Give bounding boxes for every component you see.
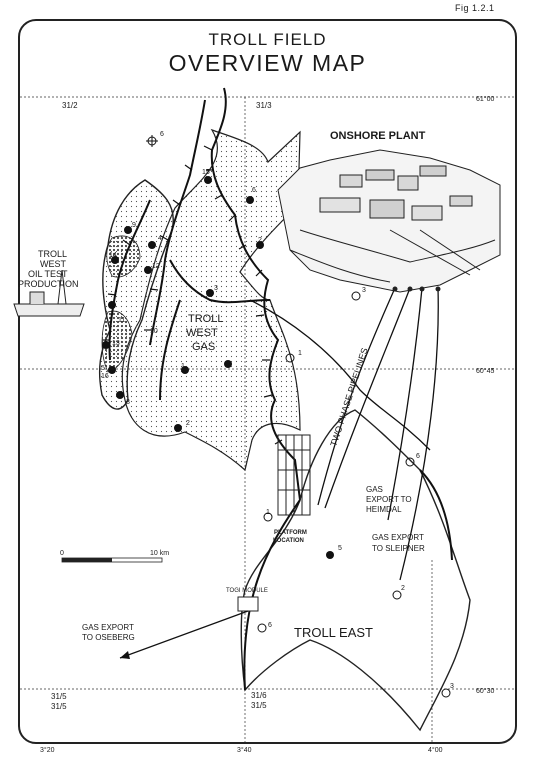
well-number: 5 (101, 365, 105, 372)
lon-label-4-00: 4°00 (428, 746, 443, 754)
togi-module-box (237, 596, 259, 612)
well-number: 3 (362, 287, 366, 294)
well-number: 2 (186, 420, 190, 427)
fault-ticks (102, 145, 283, 445)
map-title: TROLL FIELD (208, 30, 327, 49)
onshore-plant-sketch (277, 149, 501, 293)
troll-west-oil-label: OIL TEST (28, 269, 68, 279)
test-production-vessel (13, 269, 85, 317)
well-number: 2 (401, 585, 405, 592)
two-phase-pipelines-label: TWO PHASE PIPELINES (328, 347, 369, 448)
grid-lines (20, 96, 515, 742)
gas-export-sleipner-label: TO SLEIPNER (372, 544, 425, 553)
well-number: 6 (160, 131, 164, 138)
troll-west-gas-label: TROLL (188, 313, 223, 325)
platform-grid (277, 434, 311, 516)
well-number: 3 (214, 285, 218, 292)
well-number: 6 (416, 453, 420, 460)
troll-west-gas-label: GAS (192, 341, 215, 353)
oseberg-export-line (119, 610, 249, 659)
well-number: 4 (158, 235, 162, 242)
troll-west-oil-label: TROLL (38, 249, 67, 259)
block-label-31-2: 31/2 (62, 101, 78, 110)
troll-east-west-fault (243, 499, 301, 691)
well-number: 15 (202, 169, 210, 176)
well-number: 14 (109, 252, 117, 259)
well-number: 11 (118, 317, 125, 324)
figure-reference: Fig 1.2.1 (455, 3, 495, 13)
troll-west-oil-label: PRODUCTION (18, 279, 79, 289)
scale-zero-label: 0 (60, 550, 64, 557)
lat-label-61: 61°00 (476, 95, 494, 103)
troll-east-label: TROLL EAST (294, 625, 373, 640)
well-number: 6 (268, 622, 272, 629)
gas-export-heimdal-label: HEIMDAL (366, 505, 402, 514)
block-label-31-6: 31/6 (251, 691, 267, 700)
block-label-31-5-right: 31/5 (251, 701, 267, 710)
block-label-31-3: 31/3 (256, 101, 272, 110)
oseberg-arrow (120, 651, 130, 659)
platform-location-label: PLATFORM (274, 530, 307, 536)
lat-label-60-30: 60°30 (476, 687, 494, 695)
well-number: 3 (126, 399, 130, 406)
scale-ten-label: 10 km (150, 550, 169, 557)
troll-west-gas-label: WEST (186, 327, 218, 339)
troll-west-oil-label: WEST (40, 259, 67, 269)
well-number: 5 (338, 545, 342, 552)
block-label-31-5-bottom: 31/5 (51, 702, 67, 711)
gas-export-heimdal-label: GAS (366, 485, 383, 494)
well-number: 6 (252, 187, 256, 194)
well-number: 13 (112, 340, 120, 347)
gas-export-oseberg-label: TO OSEBERG (82, 633, 135, 642)
platform-location-label: LOCATION (273, 538, 304, 544)
lon-label-3-40: 3°40 (237, 746, 252, 754)
pipelines (249, 287, 439, 581)
well-number: 1 (181, 363, 185, 370)
well-number: 1 (266, 509, 270, 516)
lon-label-3-20: 3°20 (40, 746, 55, 754)
block-label-31-5-top: 31/5 (51, 692, 67, 701)
troll-east-outline (240, 409, 471, 732)
landfall-points (392, 286, 441, 292)
well-number: 16 (101, 373, 109, 380)
map-frame (18, 19, 517, 744)
troll-east-fault (419, 469, 453, 561)
togi-module-label: TOGI MODULE (226, 588, 268, 594)
well-number: 1 (298, 350, 302, 357)
scale-bar (61, 557, 163, 563)
well-number: 2 (258, 237, 262, 244)
well-number: 9 (132, 222, 136, 229)
well-number: 10 (150, 328, 158, 335)
gas-export-heimdal-label: EXPORT TO (366, 495, 412, 504)
well-number: 12 (152, 263, 160, 270)
gas-export-oseberg-label: GAS EXPORT (82, 623, 134, 632)
map-subtitle: OVERVIEW MAP (168, 50, 367, 76)
well-number: 3 (450, 683, 454, 690)
onshore-plant-label: ONSHORE PLANT (330, 130, 426, 142)
lat-label-60-45: 60°45 (476, 367, 494, 375)
gas-export-sleipner-label: GAS EXPORT (372, 533, 424, 542)
well-symbols (102, 135, 451, 698)
